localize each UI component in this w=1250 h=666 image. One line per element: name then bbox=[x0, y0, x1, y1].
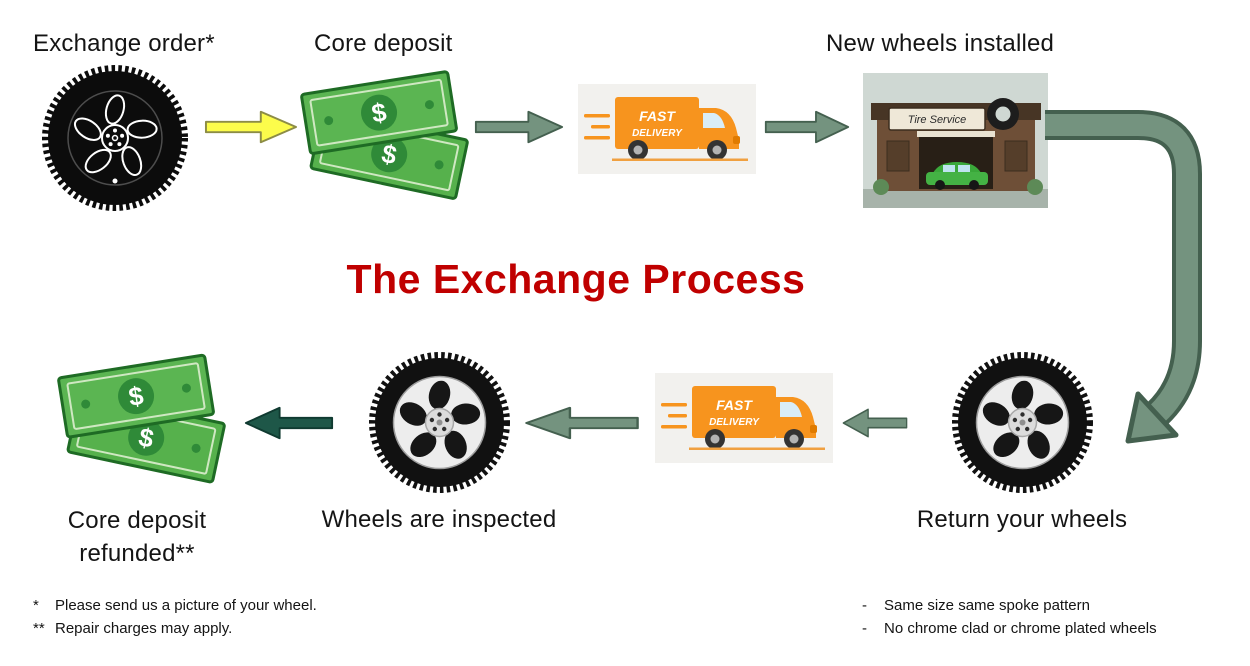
money-core-deposit-icon: $ $ bbox=[300, 70, 469, 200]
svg-text:DELIVERY: DELIVERY bbox=[632, 128, 683, 139]
footnote-text: Repair charges may apply. bbox=[55, 620, 233, 637]
svg-text:Tire Service: Tire Service bbox=[908, 114, 967, 126]
footnote-no-chrome: -No chrome clad or chrome plated wheels bbox=[862, 617, 1157, 640]
truck-window bbox=[703, 113, 725, 128]
label-return-your-wheels: Return your wheels bbox=[916, 506, 1128, 533]
delivery-truck-inbound-icon: FAST DELIVERY bbox=[655, 373, 833, 463]
footnote-wheel-picture: * Please send us a picture of your wheel. bbox=[33, 594, 317, 617]
truck-window bbox=[780, 402, 802, 417]
tire-shop-building-icon: Tire Service bbox=[863, 73, 1048, 208]
footnote-marker: * bbox=[33, 597, 39, 614]
footnotes-left: * Please send us a picture of your wheel.… bbox=[33, 594, 317, 640]
dollar-bill-front: $ bbox=[57, 353, 215, 439]
label-core-deposit-refunded: Core deposit refunded** bbox=[30, 504, 244, 570]
page-title: The Exchange Process bbox=[346, 256, 806, 302]
money-refund-icon: $ $ bbox=[57, 353, 226, 484]
footnote-spoke-pattern: -Same size same spoke pattern bbox=[862, 594, 1157, 617]
footnote-marker: - bbox=[862, 620, 867, 637]
arrow-deposit-to-shipping-icon bbox=[474, 110, 564, 144]
label-exchange-order: Exchange order* bbox=[33, 30, 215, 57]
green-car bbox=[926, 162, 988, 190]
return-wheel-icon bbox=[952, 352, 1093, 493]
arrow-install-to-return-curved-icon bbox=[1045, 110, 1202, 444]
arrow-shipping-to-install-icon bbox=[764, 110, 850, 144]
label-core-deposit: Core deposit bbox=[314, 30, 453, 57]
arrow-inspection-to-refund-icon bbox=[244, 406, 334, 440]
label-wheels-are-inspected: Wheels are inspected bbox=[321, 506, 557, 533]
footnote-marker: - bbox=[862, 597, 867, 614]
delivery-truck-outbound-icon: FAST DELIVERY bbox=[578, 84, 756, 174]
footnote-repair-charges: ** Repair charges may apply. bbox=[33, 617, 317, 640]
footnote-marker: ** bbox=[33, 620, 45, 637]
dollar-bill-front: $ bbox=[300, 70, 458, 155]
footnote-text: No chrome clad or chrome plated wheels bbox=[884, 620, 1157, 637]
inspected-wheel-icon bbox=[369, 352, 510, 493]
black-wheel-icon bbox=[42, 65, 188, 211]
svg-text:$: $ bbox=[136, 422, 157, 454]
footnote-text: Same size same spoke pattern bbox=[884, 597, 1090, 614]
footnote-text: Please send us a picture of your wheel. bbox=[55, 597, 317, 614]
svg-text:FAST: FAST bbox=[639, 108, 676, 124]
arrow-order-to-deposit-icon bbox=[204, 110, 298, 144]
label-new-wheels-installed: New wheels installed bbox=[826, 30, 1055, 57]
label-core-deposit-refunded-line2: refunded** bbox=[79, 540, 195, 567]
label-core-deposit-refunded-line1: Core deposit bbox=[67, 507, 207, 534]
svg-text:FAST: FAST bbox=[716, 397, 753, 413]
svg-text:$: $ bbox=[379, 138, 400, 170]
svg-text:DELIVERY: DELIVERY bbox=[709, 417, 760, 428]
svg-text:$: $ bbox=[127, 380, 147, 412]
arrow-shipping-to-inspection-icon bbox=[525, 406, 639, 440]
footnotes-right: -Same size same spoke pattern -No chrome… bbox=[862, 594, 1157, 640]
arrow-return-to-shipping-icon bbox=[842, 408, 908, 438]
svg-text:$: $ bbox=[370, 97, 390, 129]
